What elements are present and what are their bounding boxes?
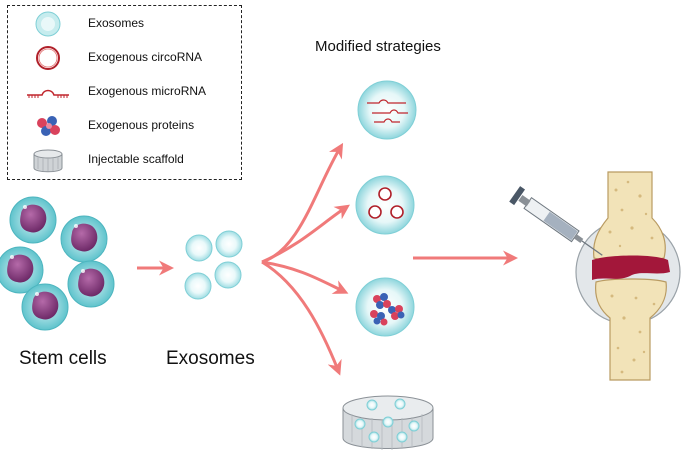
stem-cell [0,246,44,294]
microrna-icon [27,89,69,98]
branch-arrows [261,142,350,376]
cartilage-lesion [592,255,670,280]
arrow-to-microrna [261,142,344,264]
protein-icon [37,116,60,136]
arrow-to-proteins [261,260,349,294]
legend-label: Exosomes [88,16,145,30]
exosome [215,230,243,258]
legend-item-proteins: Exogenous proteins [8,111,243,141]
exosome-proteins [355,277,415,337]
circrna-icon [36,46,60,70]
legend-label: Injectable scaffold [88,152,184,166]
syringe-plunger [509,186,526,206]
legend-label: Exogenous circoRNA [88,50,203,64]
knee-joint [575,171,681,381]
arrow-to-circrna [261,204,350,264]
exosome [184,272,212,300]
stem-cell [9,196,57,244]
modified-strategies-title: Modified strategies [315,38,441,55]
syringe-needle [581,240,603,256]
syringe [509,186,603,256]
lower-bone [595,278,667,381]
legend-item-microrna: Exogenous microRNA [8,77,243,107]
protein-cluster [388,305,405,320]
upper-bone [593,171,666,262]
legend-item-circrna: Exogenous circoRNA [8,43,243,73]
exosomes-label: Exosomes [166,348,255,369]
protein-cluster [373,293,391,309]
exosome-cluster [184,230,243,300]
injectable-scaffold [342,395,434,450]
stem-cell [60,215,108,263]
legend-item-scaffold: Injectable scaffold [8,145,243,175]
legend-item-exosomes: Exosomes [8,9,243,39]
stem-cell [21,283,69,331]
legend: Exosomes Exogenous circoRNA Exogenous mi… [7,5,242,180]
stem-cell [67,260,115,308]
scaffold-icon [33,149,63,173]
exosome-icon [35,11,61,37]
legend-label: Exogenous microRNA [88,84,207,98]
arrow-to-scaffold [261,260,342,376]
exosome [214,261,242,289]
bone-texture [608,180,656,374]
protein-cluster [370,310,388,326]
stem-cells-label: Stem cells [19,348,107,369]
exosome [185,234,213,262]
legend-label: Exogenous proteins [88,118,195,132]
stem-cells-group [0,196,115,331]
exosome-circrna [355,175,415,235]
exosome-microrna [357,80,417,140]
